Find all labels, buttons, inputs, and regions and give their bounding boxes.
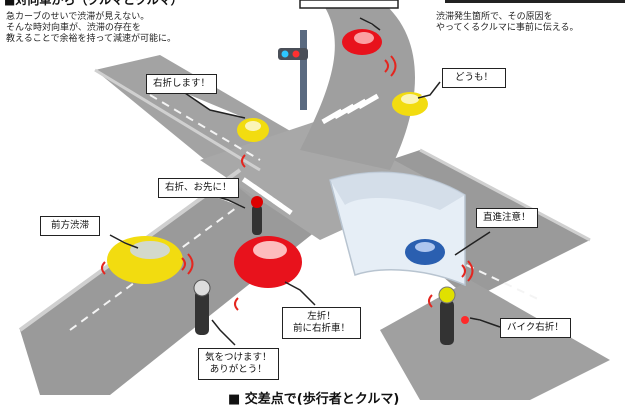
bubble-top-partial [299,0,399,9]
bubble-pointers [109,17,501,346]
traffic-signal [278,30,308,110]
bubble-straight-caution: 直進注意！ [476,208,538,228]
road-curve [300,0,415,170]
bubble-turn-right: 右折します！ [146,74,218,94]
header-right-partial [445,0,625,3]
bubble-bike-right: バイク右折！ [500,318,571,338]
signal-waves [101,55,474,311]
car-yellow-mid [237,118,269,142]
motorcycle-left [193,279,211,335]
caption-right: 渋滞発生箇所で、その原因を やってくるクルマに事前に伝える。 [436,12,579,33]
bubble-after-you: 右折、お先に！ [158,178,239,198]
car-red-center [234,236,302,288]
road-bottom-right [380,280,610,400]
tunnel-structure [329,171,466,287]
road-network [18,0,610,400]
motorcycle-right [438,286,469,345]
header-left-partial: ■対向車から（クルマとクルマ） [4,0,183,7]
bubble-left-turn: 左折！ 前に右折車！ [282,307,362,339]
caption-left: 急カーブのせいで渋滞が見えない。 そんな時対向車が、渋滞の存在を 教えることで余… [6,12,177,44]
crosswalk-top [321,93,380,125]
bubble-thanks: どうも！ [442,68,507,88]
car-yellow-left [107,236,183,284]
motorcycle-center [251,196,263,235]
car-red-top [342,29,382,55]
bubble-jam-ahead: 前方渋滞 [40,216,101,236]
bubble-be-careful: 気をつけます！ ありがとう！ [198,348,279,380]
crosswalk-left [241,177,293,215]
header-bottom-partial: ■ 交差点で(歩行者とクルマ) [228,392,400,407]
car-blue-tunnel [405,239,445,265]
